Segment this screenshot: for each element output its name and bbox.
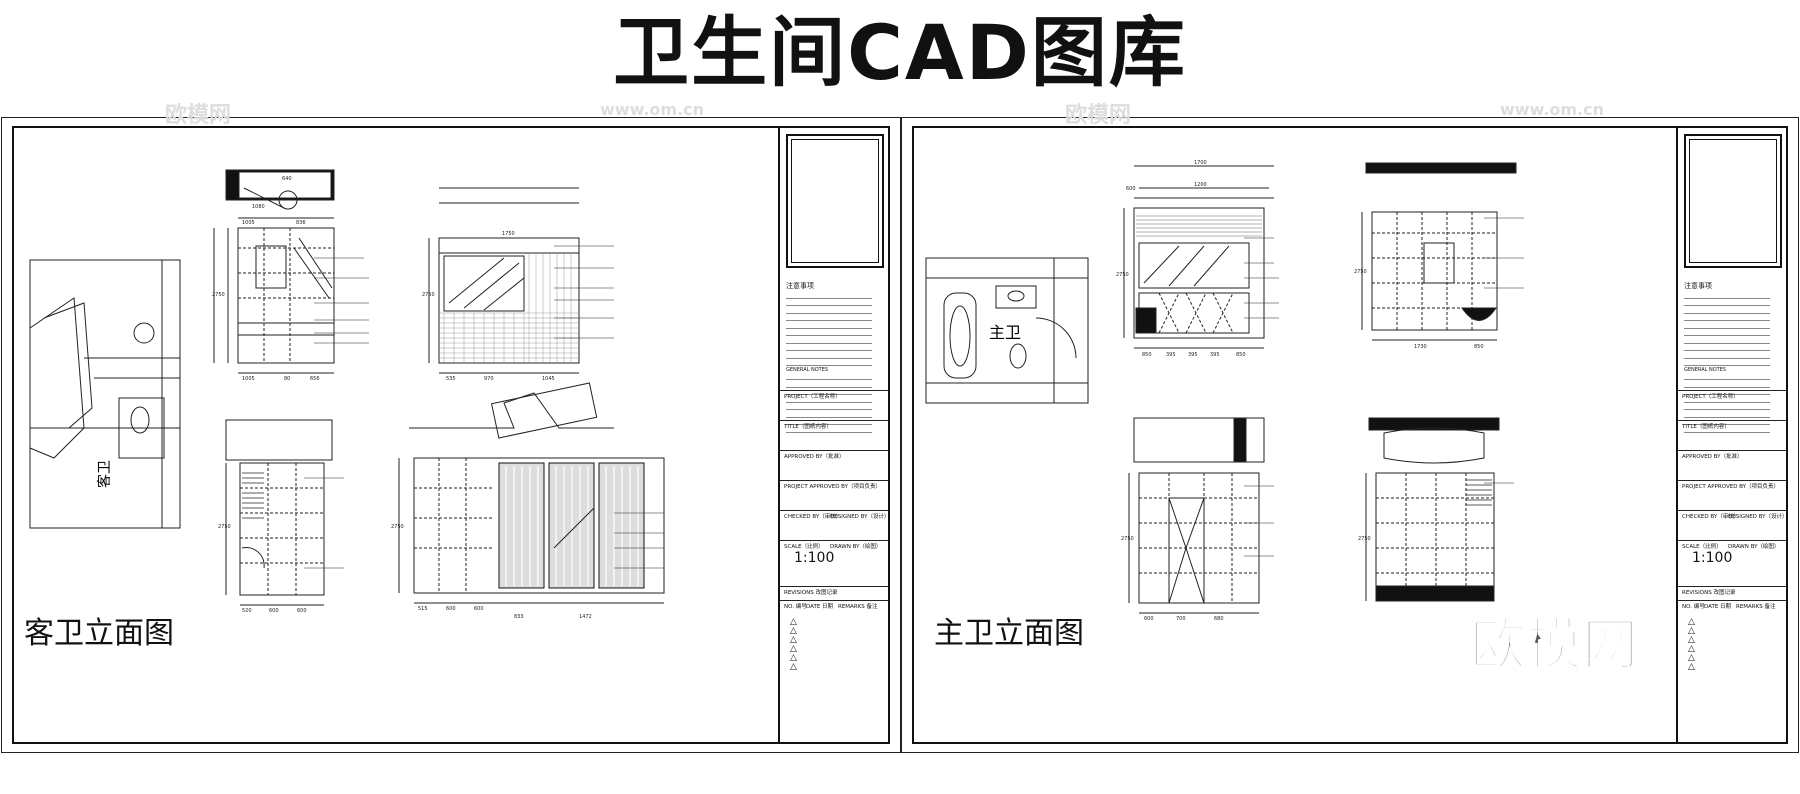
dim-label: 680	[1214, 616, 1224, 622]
guest-bathroom-drawings: 640 1005 836 1080 2750 1005 80 656 1750 …	[29, 169, 665, 620]
dim-label: 2750	[1358, 536, 1371, 542]
dim-label: 2750	[212, 292, 225, 298]
dim-label: 2750	[422, 292, 435, 298]
plan-room-label: 客卫	[96, 460, 113, 488]
dim-label: 1005	[242, 376, 255, 382]
dim-label: 535	[446, 376, 456, 382]
dim-label: 2750	[391, 524, 404, 530]
dim-label: 1045	[542, 376, 555, 382]
dim-label: 600	[446, 606, 456, 612]
master-bathroom-caption: 主卫立面图	[934, 616, 1084, 651]
dim-label: 640	[282, 176, 292, 182]
dim-label: 850	[1236, 352, 1246, 358]
master-bathroom-sheet: 1700 1200 600 2750 850 395 395 395 850 2…	[901, 117, 1799, 753]
notes-text: GENERAL NOTES	[786, 292, 882, 442]
dim-label: 2750	[1116, 272, 1129, 278]
dim-label: 395	[1166, 352, 1176, 358]
project-approved-row: PROJECT APPROVED BY（项目负责）	[1678, 480, 1786, 511]
dim-label: 600	[1126, 186, 1136, 192]
dim-label: 700	[1176, 616, 1186, 622]
notes-en-heading: GENERAL NOTES	[786, 367, 829, 373]
dim-label: 2750	[1354, 269, 1367, 275]
revisions-row: REVISIONS 改图记录	[1678, 586, 1786, 603]
dim-label: 1200	[1194, 182, 1207, 188]
dim-label: 2750	[218, 524, 231, 530]
plan-room-label: 主卫	[989, 323, 1021, 342]
watermark-text: 欧模网	[165, 103, 232, 128]
checked-row: CHECKED BY（审核） DESIGNED BY（设计）	[1678, 510, 1788, 541]
revision-triangle-icon: △△△△△△	[790, 617, 797, 672]
scale-row: SCALE（比例） DRAWN BY（绘图） 1:100	[1678, 540, 1786, 587]
master-bathroom-drawings: 1700 1200 600 2750 850 395 395 395 850 2…	[925, 160, 1524, 622]
dim-label: 1005	[242, 220, 255, 226]
checked-row: CHECKED BY（审核） DESIGNED BY（设计）	[780, 510, 890, 541]
notes-en-heading: GENERAL NOTES	[1684, 367, 1727, 373]
dim-label: 833	[514, 614, 524, 620]
drawing-frame: 1700 1200 600 2750 850 395 395 395 850 2…	[912, 126, 1788, 744]
approved-row: APPROVED BY（批准）	[780, 450, 888, 481]
title-row: TITLE（图纸内容）	[780, 420, 888, 451]
project-approved-row: PROJECT APPROVED BY（项目负责）	[780, 480, 888, 511]
dim-label: 1472	[579, 614, 592, 620]
dim-label: 1700	[1194, 160, 1207, 166]
title-block: 注意事项 GENERAL NOTES PROJECT（工程名称） TITLE（图…	[778, 128, 890, 742]
title-block-frame	[786, 134, 884, 268]
dim-label: 1750	[502, 231, 515, 237]
dim-label: 600	[1144, 616, 1154, 622]
dim-label: 520	[242, 608, 252, 614]
dim-label: 850	[1474, 344, 1484, 350]
dim-label: 1080	[252, 204, 265, 210]
scale-value: 1:100	[1692, 550, 1733, 566]
notes-heading: 注意事项	[786, 282, 814, 290]
project-row: PROJECT（工程名称）	[1678, 390, 1786, 421]
dim-label: 395	[1210, 352, 1220, 358]
dim-label: 600	[297, 608, 307, 614]
title-block: 注意事项 GENERAL NOTES PROJECT（工程名称） TITLE（图…	[1676, 128, 1788, 742]
notes-text: GENERAL NOTES	[1684, 292, 1780, 442]
dim-label: 395	[1188, 352, 1198, 358]
guest-bathroom-caption: 客卫立面图	[24, 616, 174, 651]
dim-label: 1730	[1414, 344, 1427, 350]
revisions-header: NO. 编号 DATE 日期 REMARKS 备注	[1678, 600, 1786, 615]
drawing-frame: 640 1005 836 1080 2750 1005 80 656 1750 …	[12, 126, 890, 744]
dim-label: 836	[296, 220, 306, 226]
revision-triangle-icon: △△△△△△	[1688, 617, 1695, 672]
scale-value: 1:100	[794, 550, 835, 566]
dim-label: 515	[418, 606, 428, 612]
dim-label: 2750	[1121, 536, 1134, 542]
dim-label: 850	[1142, 352, 1152, 358]
project-row: PROJECT（工程名称）	[780, 390, 888, 421]
dim-label: 80	[284, 376, 290, 382]
watermark-site: www.om.cn	[1500, 100, 1605, 119]
page-title: 卫生间CAD图库	[613, 8, 1187, 97]
watermark-site: www.om.cn	[600, 100, 705, 119]
title-row: TITLE（图纸内容）	[1678, 420, 1786, 451]
title-block-frame	[1684, 134, 1782, 268]
scale-row: SCALE（比例） DRAWN BY（绘图） 1:100	[780, 540, 888, 587]
guest-bathroom-sheet: 640 1005 836 1080 2750 1005 80 656 1750 …	[1, 117, 901, 753]
dim-label: 656	[310, 376, 320, 382]
dim-label: 600	[269, 608, 279, 614]
revisions-header: NO. 编号 DATE 日期 REMARKS 备注	[780, 600, 888, 615]
watermark-text: 欧模网	[1065, 103, 1132, 128]
watermark-logo: 欧模网	[1469, 612, 1639, 679]
notes-heading: 注意事项	[1684, 282, 1712, 290]
dim-label: 600	[474, 606, 484, 612]
approved-row: APPROVED BY（批准）	[1678, 450, 1786, 481]
dim-label: 970	[484, 376, 494, 382]
revisions-row: REVISIONS 改图记录	[780, 586, 888, 603]
